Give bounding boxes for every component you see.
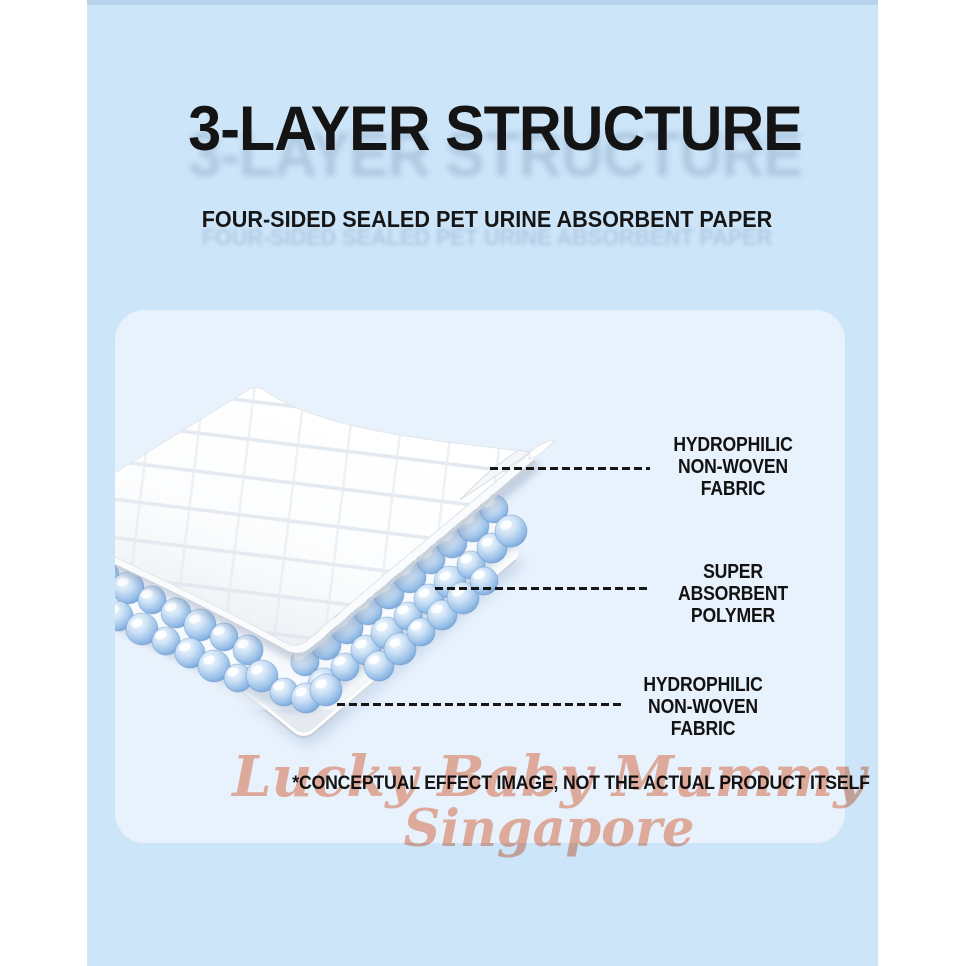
top-sheet-underside-bright [115,453,535,653]
layer-illustration [115,387,557,745]
label-line: HYDROPHILIC [643,674,763,696]
sheet-curl [459,449,532,501]
label-line: HYDROPHILIC [673,434,793,456]
layer-label-top: HYDROPHILIC NON-WOVEN FABRIC [673,434,792,500]
sheet-curl-tip [528,439,557,460]
disclaimer-text: *CONCEPTUAL EFFECT IMAGE, NOT THE ACTUAL… [292,773,870,794]
layer-label-middle: SUPER ABSORBENT POLYMER [678,561,788,627]
watermark-line1: Lucky Baby Mummy [232,744,866,810]
leader-line-middle [435,587,649,590]
label-line: FABRIC [670,718,736,740]
label-line: ABSORBENT [678,583,788,605]
label-line: NON-WOVEN [678,456,788,478]
layer-label-bottom: HYDROPHILIC NON-WOVEN FABRIC [643,674,762,740]
watermark-line2: Singapore [403,799,695,859]
label-line: SUPER [703,561,763,583]
page-title: 3-LAYER STRUCTURE [188,94,803,164]
diagram-panel: HYDROPHILIC NON-WOVEN FABRIC SUPER ABSOR… [115,310,845,843]
label-line: FABRIC [700,478,766,500]
label-line: POLYMER [690,605,776,627]
leader-line-bottom [337,703,621,706]
page-subtitle: FOUR-SIDED SEALED PET URINE ABSORBENT PA… [201,206,773,232]
canvas: 3-LAYER STRUCTURE FOUR-SIDED SEALED PET … [87,0,878,966]
top-strip [87,0,878,5]
label-line: NON-WOVEN [648,696,758,718]
leader-line-top [490,467,650,470]
top-sheet-shading [115,387,530,646]
top-sheet-shadow [115,459,541,663]
